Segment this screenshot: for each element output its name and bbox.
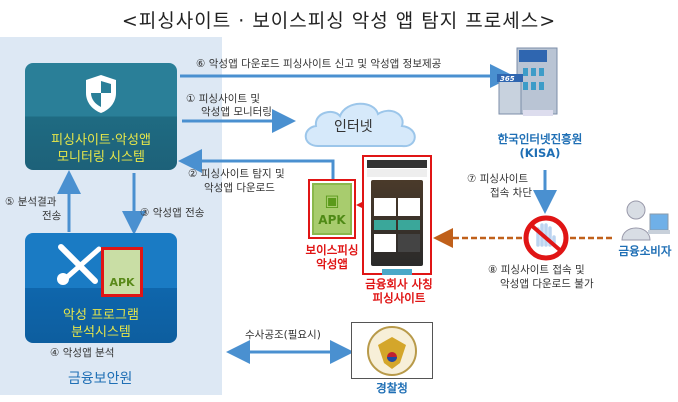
analysis-label-1: 악성 프로그램 (63, 308, 139, 323)
step2-label-1: ② 피싱사이트 탐지 및 (188, 168, 285, 180)
apk-file-icon: ▣ APK (312, 183, 352, 235)
kisa-label-2: (KISA) (519, 146, 561, 160)
step7-label-1: ⑦ 피싱사이트 (467, 173, 529, 185)
step8-label-2: 악성앱 다운로드 불가 (500, 278, 594, 290)
step1-label-1: ① 피싱사이트 및 (186, 93, 261, 105)
voice-phishing-apk: ▣ APK (308, 179, 356, 239)
android-icon: ▣ (324, 191, 340, 210)
monitoring-label-2: 모니터링 시스템 (57, 150, 145, 165)
step5-label-2: 전송 (42, 210, 62, 222)
apk-label: APK (109, 276, 135, 289)
internet-label: 인터넷 (334, 119, 373, 135)
step4-label: ④ 악성앱 분석 (50, 347, 115, 359)
coop-label: 수사공조(필요시) (245, 329, 321, 341)
analysis-label-2: 분석시스템 (71, 325, 131, 340)
step2-label-2: 악성앱 다운로드 (204, 182, 275, 194)
step8-label-1: ⑧ 피싱사이트 접속 및 (488, 264, 585, 276)
police-label: 경찰청 (376, 381, 408, 395)
monitoring-system-box: 피싱사이트·악성앱 모니터링 시스템 (25, 63, 177, 170)
kisa-label: 한국인터넷진흥원 (KISA) (480, 132, 600, 160)
kisa-building-icon: 365 (497, 47, 558, 116)
police-emblem-box (351, 322, 433, 379)
police-emblem-icon (367, 326, 417, 376)
internet-cloud-icon (304, 102, 416, 148)
phishing-site-phone (362, 155, 432, 275)
fss-org-label: 금융보안원 (68, 371, 133, 387)
phishing-site-label: 금융회사 사칭 피싱사이트 (356, 277, 442, 305)
step3-label: ③ 악성앱 전송 (140, 207, 205, 219)
kisa-label-1: 한국인터넷진흥원 (497, 132, 583, 146)
step5-label-1: ⑤ 분석결과 (5, 196, 57, 208)
apk-label: APK (318, 213, 346, 227)
building-sign-text: 365 (500, 75, 515, 83)
step1-label-2: 악성앱 모니터링 (201, 106, 272, 118)
voice-app-label-2: 악성앱 (316, 257, 348, 271)
step7-label-2: 접속 차단 (490, 187, 532, 199)
phishing-site-label-1: 금융회사 사칭 (365, 277, 433, 291)
diagram-title: <피싱사이트 · 보이스피싱 악성 앱 탐지 프로세스> (121, 10, 557, 32)
monitoring-label-1: 피싱사이트·악성앱 (51, 133, 151, 148)
apk-file-icon: APK (101, 247, 143, 297)
block-hand-icon (523, 215, 569, 261)
voice-app-label-1: 보이스피싱 (305, 243, 359, 257)
phishing-site-label-2: 피싱사이트 (372, 291, 426, 305)
arrow-step2 (178, 149, 335, 180)
consumer-label: 금융소비자 (618, 244, 672, 258)
analysis-system-box: APK 악성 프로그램 분석시스템 (25, 233, 177, 343)
shield-icon (86, 75, 116, 113)
voice-app-label: 보이스피싱 악성앱 (296, 243, 368, 271)
step6-label: ⑥ 악성앱 다운로드 피싱사이트 신고 및 악성앱 정보제공 (196, 58, 442, 70)
tools-icon (57, 244, 102, 285)
consumer-user-icon (621, 200, 670, 241)
